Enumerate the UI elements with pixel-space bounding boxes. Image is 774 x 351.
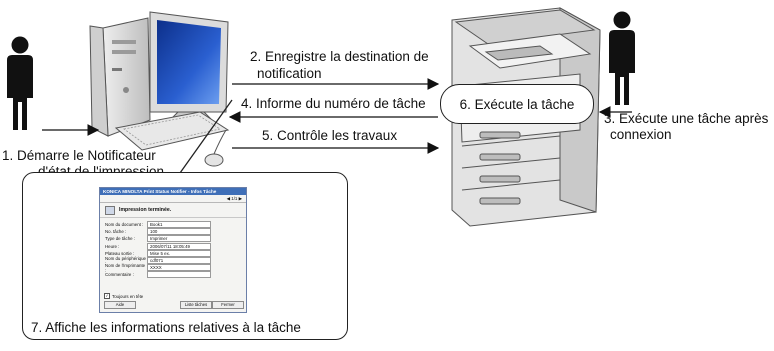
always-on-top-option[interactable]: ✓ Toujours en tête [104,293,143,299]
field-label: Nom du document : [105,222,144,228]
field-row: No. tâche : 100 [100,228,246,236]
step-2-label: 2. Enregistre la destination de [250,49,429,64]
field-row: Nom de l'imprimante :XXXX [100,262,246,273]
always-on-top-label: Toujours en tête [112,293,144,299]
job-info-callout: KONICA MINOLTA Print Status Notifier - I… [22,172,348,340]
step-3-label: 3. Exécute une tâche après [604,111,769,126]
field-label: Nom du périphérique : [105,255,147,266]
computer-icon [89,11,230,167]
field-row: Type de tâche : Imprimer [100,235,246,243]
step-6-label: 6. Exécute la tâche [459,96,575,112]
user-figure-right [609,11,635,105]
window-title: KONICA MINOLTA Print Status Notifier - I… [100,188,246,195]
prev-icon[interactable]: ◀ [226,196,231,201]
step-3-label-line2: connexion [610,127,672,142]
field-row: Commentaire : [100,271,246,279]
step-2-label-line2: notification [257,66,322,81]
field-label: Type de tâche : [105,236,136,242]
field-label: No. tâche : [105,229,127,235]
step-6-bubble: 6. Exécute la tâche [440,84,594,124]
field-row: Plateau sortie : Mise 5 ex. [100,249,246,257]
status-header: Impression terminée. [100,203,246,218]
field-value: cdf071 [147,257,211,265]
job-info-window: KONICA MINOLTA Print Status Notifier - I… [99,187,247,313]
step-7-label: 7. Affiche les informations relatives à … [31,320,301,335]
status-heading: Impression terminée. [119,206,172,213]
field-label: Plateau sortie : [105,250,135,256]
callout-pointer [179,99,233,174]
field-list: Nom du document :Book1 No. tâche : 100 Ty… [100,218,246,279]
field-value: Mise 5 ex. [147,249,211,257]
field-value: XXXX [147,264,211,272]
step-1-label: 1. Démarre le Notificateur [2,148,156,163]
field-value: 100 [147,228,211,236]
field-value: Book1 [147,221,211,229]
comment-field[interactable] [147,271,211,279]
field-label: Nom de l'imprimante : [105,262,146,273]
field-label: Commentaire : [105,272,134,278]
window-footer: ✓ Toujours en tête Aide Liste tâches Fer… [100,293,246,309]
next-icon[interactable]: ▶ [238,196,242,201]
help-button[interactable]: Aide [104,301,136,309]
user-figure-left [7,36,33,130]
field-value: Imprimer [147,235,211,243]
window-nav: ◀ 1/1 ▶ [100,195,246,203]
printer-status-icon [105,205,115,215]
field-value: 2006/07/11 18:05:49 [147,242,211,250]
field-row: Nom du document :Book1 [100,221,246,229]
field-row: Nom du périphérique :cdf071 [100,255,246,266]
job-list-button[interactable]: Liste tâches [180,301,212,309]
field-label: Heure : [105,243,120,249]
field-row: Heure : 2006/07/11 18:05:49 [100,242,246,250]
close-button[interactable]: Fermer [212,301,244,309]
step-4-label: 4. Informe du numéro de tâche [241,96,426,111]
step-5-label: 5. Contrôle les travaux [262,128,398,143]
page-indicator: 1/1 [231,196,238,201]
checkbox-checked-icon[interactable]: ✓ [104,293,110,299]
